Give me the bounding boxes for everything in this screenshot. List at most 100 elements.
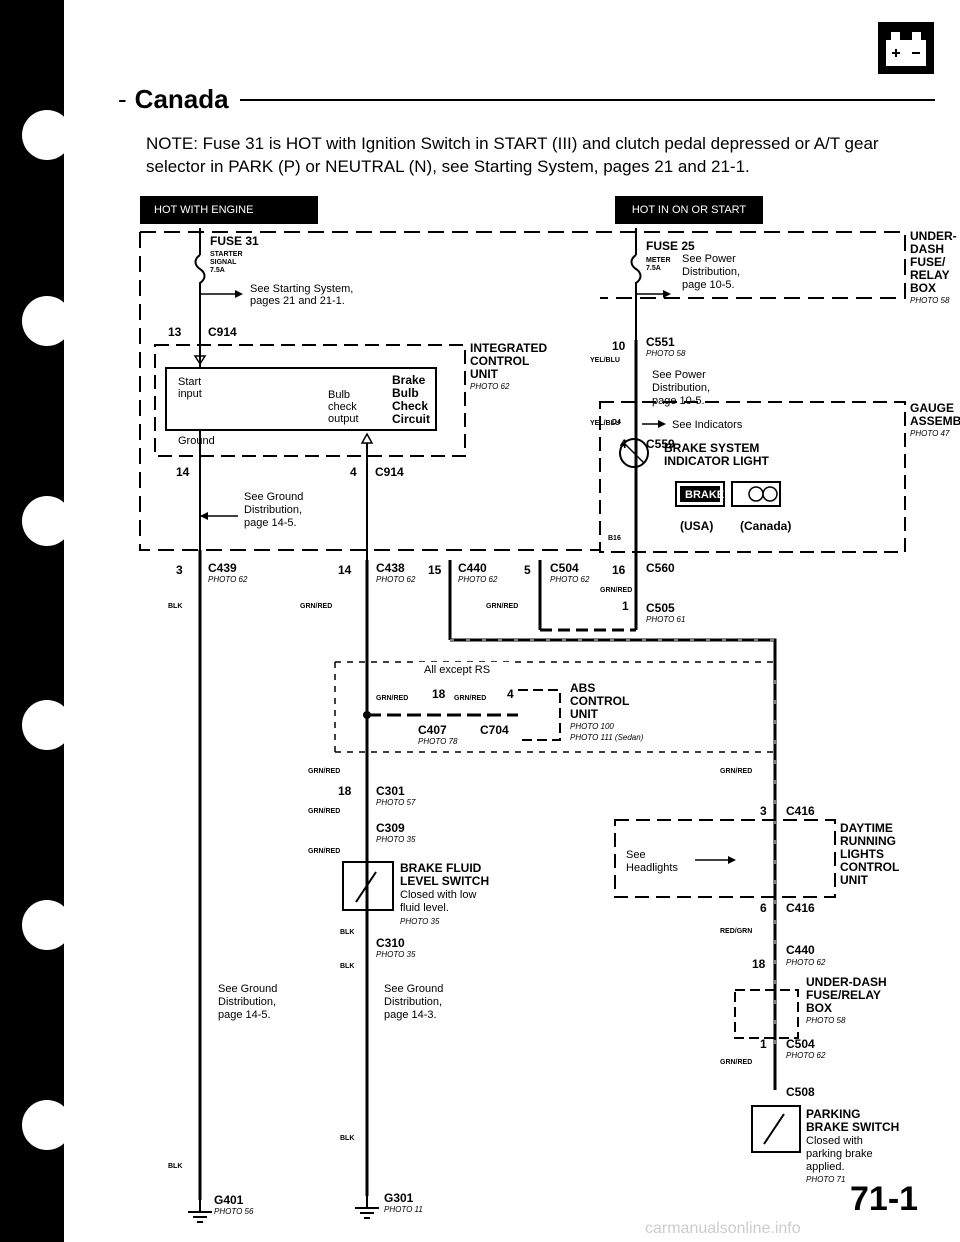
photo-ref: PHOTO 62 (376, 575, 416, 584)
connector-c439: C439 (208, 561, 237, 575)
ground-distribution-ref: See Ground (218, 983, 277, 995)
usa-variant-label: (USA) (680, 519, 713, 533)
ground-distribution-ref: See Ground (384, 983, 443, 995)
drl-control-unit-outline (614, 819, 836, 898)
hot-with-engine-cranking-tag: HOT WITH ENGINE CRANKING (140, 196, 318, 244)
connector-c504: C504 (786, 1037, 815, 1051)
photo-ref: PHOTO 100 (570, 722, 614, 731)
bulb-check-output-label: Bulb (328, 389, 350, 401)
wire-color-label: RED/GRN (720, 928, 752, 935)
brake-bulb-check-circuit-label: Bulb (392, 386, 419, 400)
ground-distribution-ref: See Ground (244, 491, 303, 503)
photo-ref: PHOTO 57 (376, 798, 416, 807)
wire-color-label: GRN/RED (720, 1059, 752, 1066)
integrated-control-unit-outline (154, 344, 466, 457)
pin-number: 15 (428, 563, 442, 577)
connector-c416: C416 (786, 804, 815, 818)
photo-ref: PHOTO 111 (Sedan) (570, 733, 644, 742)
parking-brake-switch-desc: applied. (806, 1161, 845, 1173)
connector-c309: C309 (376, 821, 405, 835)
connector-c914: C914 (375, 465, 404, 479)
brake-bulb-check-circuit-box (165, 367, 437, 431)
headlights-ref: See (626, 849, 646, 861)
punch-hole (22, 1100, 72, 1150)
pin-number: 10 (612, 339, 626, 353)
photo-ref: PHOTO 71 (806, 1175, 845, 1184)
connector-c914: C914 (208, 325, 237, 339)
photo-ref: PHOTO 62 (470, 382, 510, 391)
photo-ref: PHOTO 58 (806, 1016, 846, 1025)
drl-control-unit-label: LIGHTS (840, 847, 884, 861)
gauge-assembly-outline (599, 401, 906, 553)
photo-ref: PHOTO 58 (910, 296, 950, 305)
punch-hole (22, 496, 72, 546)
fuse-note: NOTE: Fuse 31 is HOT with Ignition Switc… (146, 134, 879, 176)
parking-brake-switch-box (751, 1105, 801, 1153)
pin-number: 14 (176, 465, 190, 479)
fuse-25-label: FUSE 25 (646, 239, 695, 253)
photo-ref: PHOTO 47 (910, 429, 950, 438)
binder-strip (0, 0, 72, 1242)
wire-color-label: BLK (340, 963, 354, 970)
abs-control-unit-label: ABS (570, 681, 595, 695)
page-number: 71-1 (850, 1180, 919, 1218)
punch-hole (22, 296, 72, 346)
pin-number: B16 (608, 535, 621, 542)
connector-c559: C559 (646, 437, 675, 451)
fuse-25-sub-label: METER (646, 257, 671, 264)
indicators-ref: See Indicators (672, 419, 743, 431)
photo-ref: PHOTO 62 (786, 1051, 826, 1060)
connector-c504: C504 (550, 561, 579, 575)
drl-control-unit-label: DAYTIME (840, 821, 893, 835)
brake-fluid-switch-desc: Closed with low (400, 889, 476, 901)
drl-control-unit-label: CONTROL (840, 860, 899, 874)
g401-label: G401 (214, 1193, 244, 1207)
under-dash-box-2-label: BOX (806, 1001, 832, 1015)
photo-ref: PHOTO 62 (208, 575, 248, 584)
wire-color-label: BLK (168, 1163, 182, 1170)
starting-system-ref: See Starting System, (250, 283, 353, 295)
icu-label: INTEGRATED (470, 341, 547, 355)
brake-fluid-switch-label: LEVEL SWITCH (400, 874, 489, 888)
ground-label: Ground (178, 435, 215, 447)
canada-brake-symbol-box (731, 481, 781, 507)
pin-number: 16 (612, 563, 626, 577)
power-distribution-ref: See Power (682, 253, 736, 265)
ground-distribution-ref: Distribution, (244, 504, 302, 516)
icu-label: UNIT (470, 367, 499, 381)
pin-number: 18 (432, 687, 446, 701)
brake-fluid-switch-desc: fluid level. (400, 902, 449, 914)
under-dash-box-label: UNDER- (910, 229, 957, 243)
connector-c310: C310 (376, 936, 405, 950)
brake-bulb-check-circuit-label: Circuit (392, 412, 430, 426)
drl-control-unit-label: UNIT (840, 873, 869, 887)
ground-distribution-ref: Distribution, (384, 996, 442, 1008)
pin-number: 3 (760, 804, 767, 818)
g301-label: G301 (384, 1191, 414, 1205)
fuse-31-label: FUSE 31 (210, 234, 259, 248)
power-distribution-ref: See Power (652, 369, 706, 381)
connector-c505: C505 (646, 601, 675, 615)
brake-fluid-switch-box (342, 861, 394, 911)
wire-color-label: GRN/RED (308, 848, 340, 855)
abs-control-unit-label: UNIT (570, 707, 599, 721)
fuse-31-rating: 7.5A (210, 267, 225, 274)
connector-c560: C560 (646, 561, 675, 575)
photo-ref: PHOTO 56 (214, 1207, 254, 1216)
pin-number: 5 (524, 563, 531, 577)
pin-number: D4 (612, 419, 621, 426)
wire-color-label: GRN/RED (486, 603, 518, 610)
ground-distribution-ref: page 14-3. (384, 1009, 437, 1021)
ground-distribution-ref: Distribution, (218, 996, 276, 1008)
brake-fluid-switch-label: BRAKE FLUID (400, 861, 482, 875)
fuse-31-sub-label: SIGNAL (210, 259, 237, 266)
photo-ref: PHOTO 62 (786, 958, 826, 967)
pin-number: 14 (338, 563, 352, 577)
wire-color-label: GRN/RED (454, 695, 486, 702)
under-dash-box-label: BOX (910, 281, 936, 295)
under-dash-box-label: FUSE/ (910, 255, 946, 269)
icu-label: CONTROL (470, 354, 529, 368)
power-distribution-ref: page 10-5. (652, 395, 705, 407)
brake-system-indicator-label: INDICATOR LIGHT (664, 454, 770, 468)
